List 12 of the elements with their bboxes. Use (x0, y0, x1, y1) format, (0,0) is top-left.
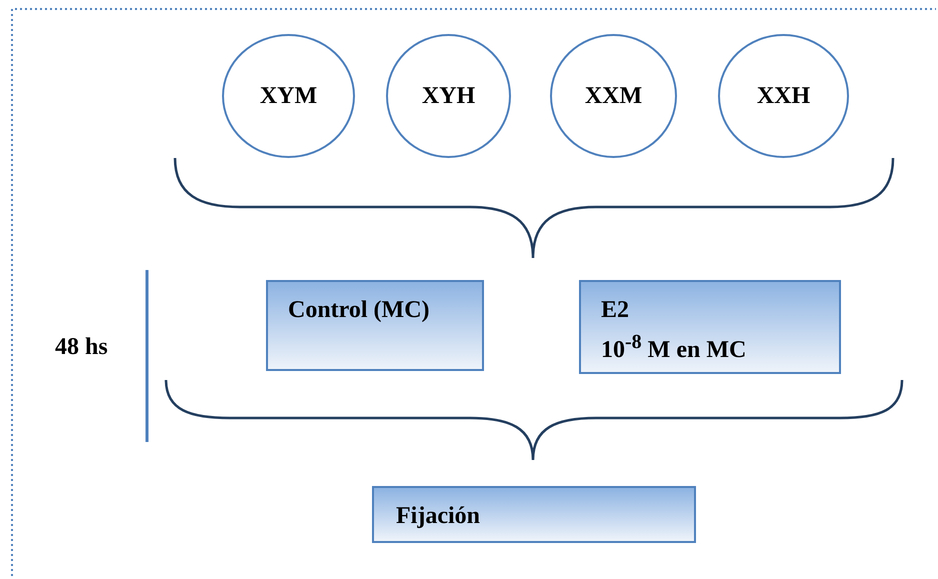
node-label: XYM (260, 82, 318, 110)
node-label: XYH (422, 82, 476, 110)
node-label: E2 (601, 296, 630, 325)
node-label: Fijación (396, 502, 481, 531)
treatment-box (266, 280, 484, 371)
node-label: XXH (756, 82, 810, 110)
treatment-box (372, 486, 696, 543)
node-label: Control (MC) (288, 296, 431, 325)
node-text: 10$^{-8}$ M en MC (601, 330, 748, 365)
node-label: XXM (584, 82, 642, 110)
duration-label: 48 hs (55, 334, 108, 361)
treatment-box (579, 280, 841, 374)
